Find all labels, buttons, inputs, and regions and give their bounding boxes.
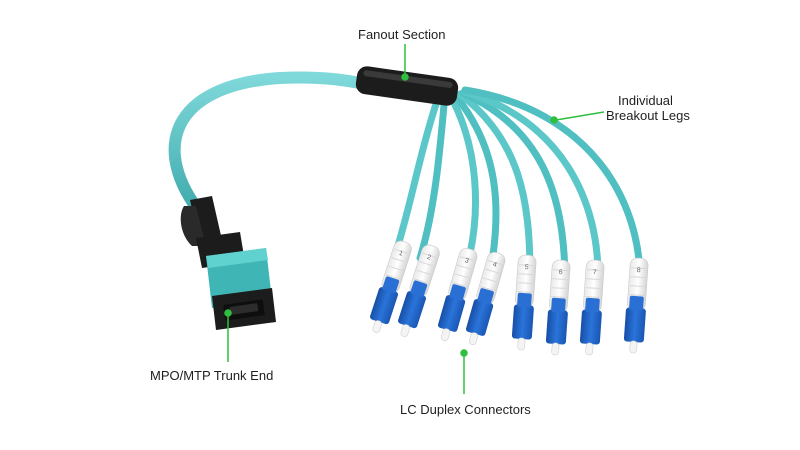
lc-boot-ridge	[630, 276, 647, 279]
lc-latch	[382, 276, 400, 294]
lc-leg: 8	[623, 257, 649, 354]
lc-boot-ridge	[456, 264, 473, 271]
breakout-leg	[459, 89, 569, 286]
label-lc-duplex-connectors: LC Duplex Connectors	[400, 402, 531, 417]
lc-boot-ridge	[393, 248, 410, 255]
callout-dot-fanout	[401, 73, 409, 81]
callout-dot-lc	[460, 349, 468, 357]
leg-marking-label: 7	[593, 269, 597, 276]
lc-ferrule	[372, 320, 382, 333]
lc-connector-icon	[545, 309, 568, 345]
label-breakout-line1: Individual	[618, 93, 673, 108]
lc-leg: 7	[579, 259, 605, 356]
lc-boot-ridge	[584, 296, 602, 299]
lc-boot-ridge	[585, 287, 602, 290]
lc-boot-ridge	[517, 282, 534, 285]
trunk-cable	[168, 71, 371, 221]
lc-boot-ridge	[482, 277, 499, 283]
lc-boot-ridge	[516, 291, 534, 294]
lc-ferrule	[629, 340, 638, 354]
lc-ferrule	[440, 328, 451, 341]
breakout-leg	[456, 90, 534, 279]
lc-connector-icon	[437, 295, 466, 332]
lc-boot-ridge	[413, 278, 430, 285]
leg-marking-label: 8	[637, 267, 641, 274]
leg-marking-label: 3	[464, 257, 470, 265]
fanout-sleeve-icon	[355, 66, 459, 106]
lc-boot-ridge	[452, 281, 468, 288]
lc-boot-ridge	[487, 260, 504, 266]
breakout-leg	[461, 86, 644, 284]
callout-line-breakout	[555, 111, 605, 121]
leg-marking-label: 1	[398, 250, 404, 258]
lc-connector-icon	[370, 287, 399, 325]
lc-connector-icon	[398, 291, 427, 329]
lc-boot-ridge	[459, 256, 476, 262]
breakout-leg	[446, 91, 479, 266]
mpo-connector-icon	[180, 196, 276, 330]
lc-boot-ridge	[552, 269, 569, 272]
lc-boot-ridge	[391, 257, 407, 263]
breakout-leg	[416, 90, 449, 262]
leg-marking-label: 2	[426, 254, 432, 262]
label-mpo-trunk-end: MPO/MTP Trunk End	[150, 368, 274, 383]
lc-boot-ridge	[586, 278, 603, 281]
lc-connector-icon	[623, 307, 646, 343]
lc-leg: 5	[511, 254, 537, 351]
lc-latch	[629, 295, 644, 311]
lc-boot-ridge	[518, 273, 535, 276]
lc-boot-ridge	[586, 269, 603, 272]
lc-boot-ridge	[518, 264, 535, 267]
leg-marking-label: 6	[559, 269, 563, 276]
lc-latch	[551, 297, 566, 313]
lc-boot-ridge	[551, 287, 568, 290]
breakout-leg	[391, 88, 444, 259]
callout-lines	[224, 44, 605, 394]
lc-connector-icon	[465, 299, 494, 336]
lc-boot-ridge	[552, 278, 569, 281]
label-fanout-section: Fanout Section	[358, 27, 446, 42]
lc-latch	[449, 284, 466, 301]
lc-boot-ridge	[454, 273, 471, 279]
lc-boot-ridge	[419, 261, 435, 267]
lc-leg: 2	[398, 244, 440, 337]
lc-boot-ridge	[388, 265, 404, 272]
lc-ferrule	[400, 324, 410, 337]
breakout-leg	[461, 88, 602, 286]
lc-leg: 4	[465, 251, 506, 345]
lc-boot-ridge	[385, 274, 402, 281]
lc-boot-ridge	[628, 294, 646, 297]
breakout-leg	[451, 91, 500, 266]
lc-latch	[517, 292, 532, 308]
lc-leg: 3	[437, 247, 478, 341]
label-breakout-legs: Individual Breakout Legs	[606, 93, 690, 123]
lc-latch	[585, 297, 600, 313]
lc-connectors-group: 1 2 3 4 5 6 7 8	[370, 240, 649, 356]
lc-ferrule	[468, 332, 479, 345]
callout-dot-breakout	[550, 116, 558, 124]
lc-ferrule	[585, 342, 594, 356]
lc-latch	[410, 280, 428, 298]
lc-boot-ridge	[550, 296, 568, 299]
lc-leg: 1	[370, 240, 412, 333]
lc-ferrule	[551, 342, 560, 356]
label-breakout-line2: Breakout Legs	[606, 108, 690, 123]
leg-marking-label: 4	[492, 261, 498, 269]
lc-latch	[477, 288, 494, 305]
lc-connector-icon	[511, 304, 534, 340]
lc-boot-ridge	[630, 267, 647, 270]
lc-boot-ridge	[629, 285, 646, 288]
lc-ferrule	[517, 337, 526, 351]
lc-boot-ridge	[480, 285, 496, 292]
leg-marking-label: 5	[525, 264, 529, 271]
lc-boot-ridge	[421, 252, 438, 259]
lc-connector-icon	[579, 309, 602, 345]
lc-boot-ridge	[416, 269, 432, 276]
lc-boot-ridge	[484, 268, 501, 275]
breakout-legs	[391, 86, 644, 286]
callout-dot-trunk	[224, 309, 232, 317]
lc-leg: 6	[545, 259, 571, 356]
